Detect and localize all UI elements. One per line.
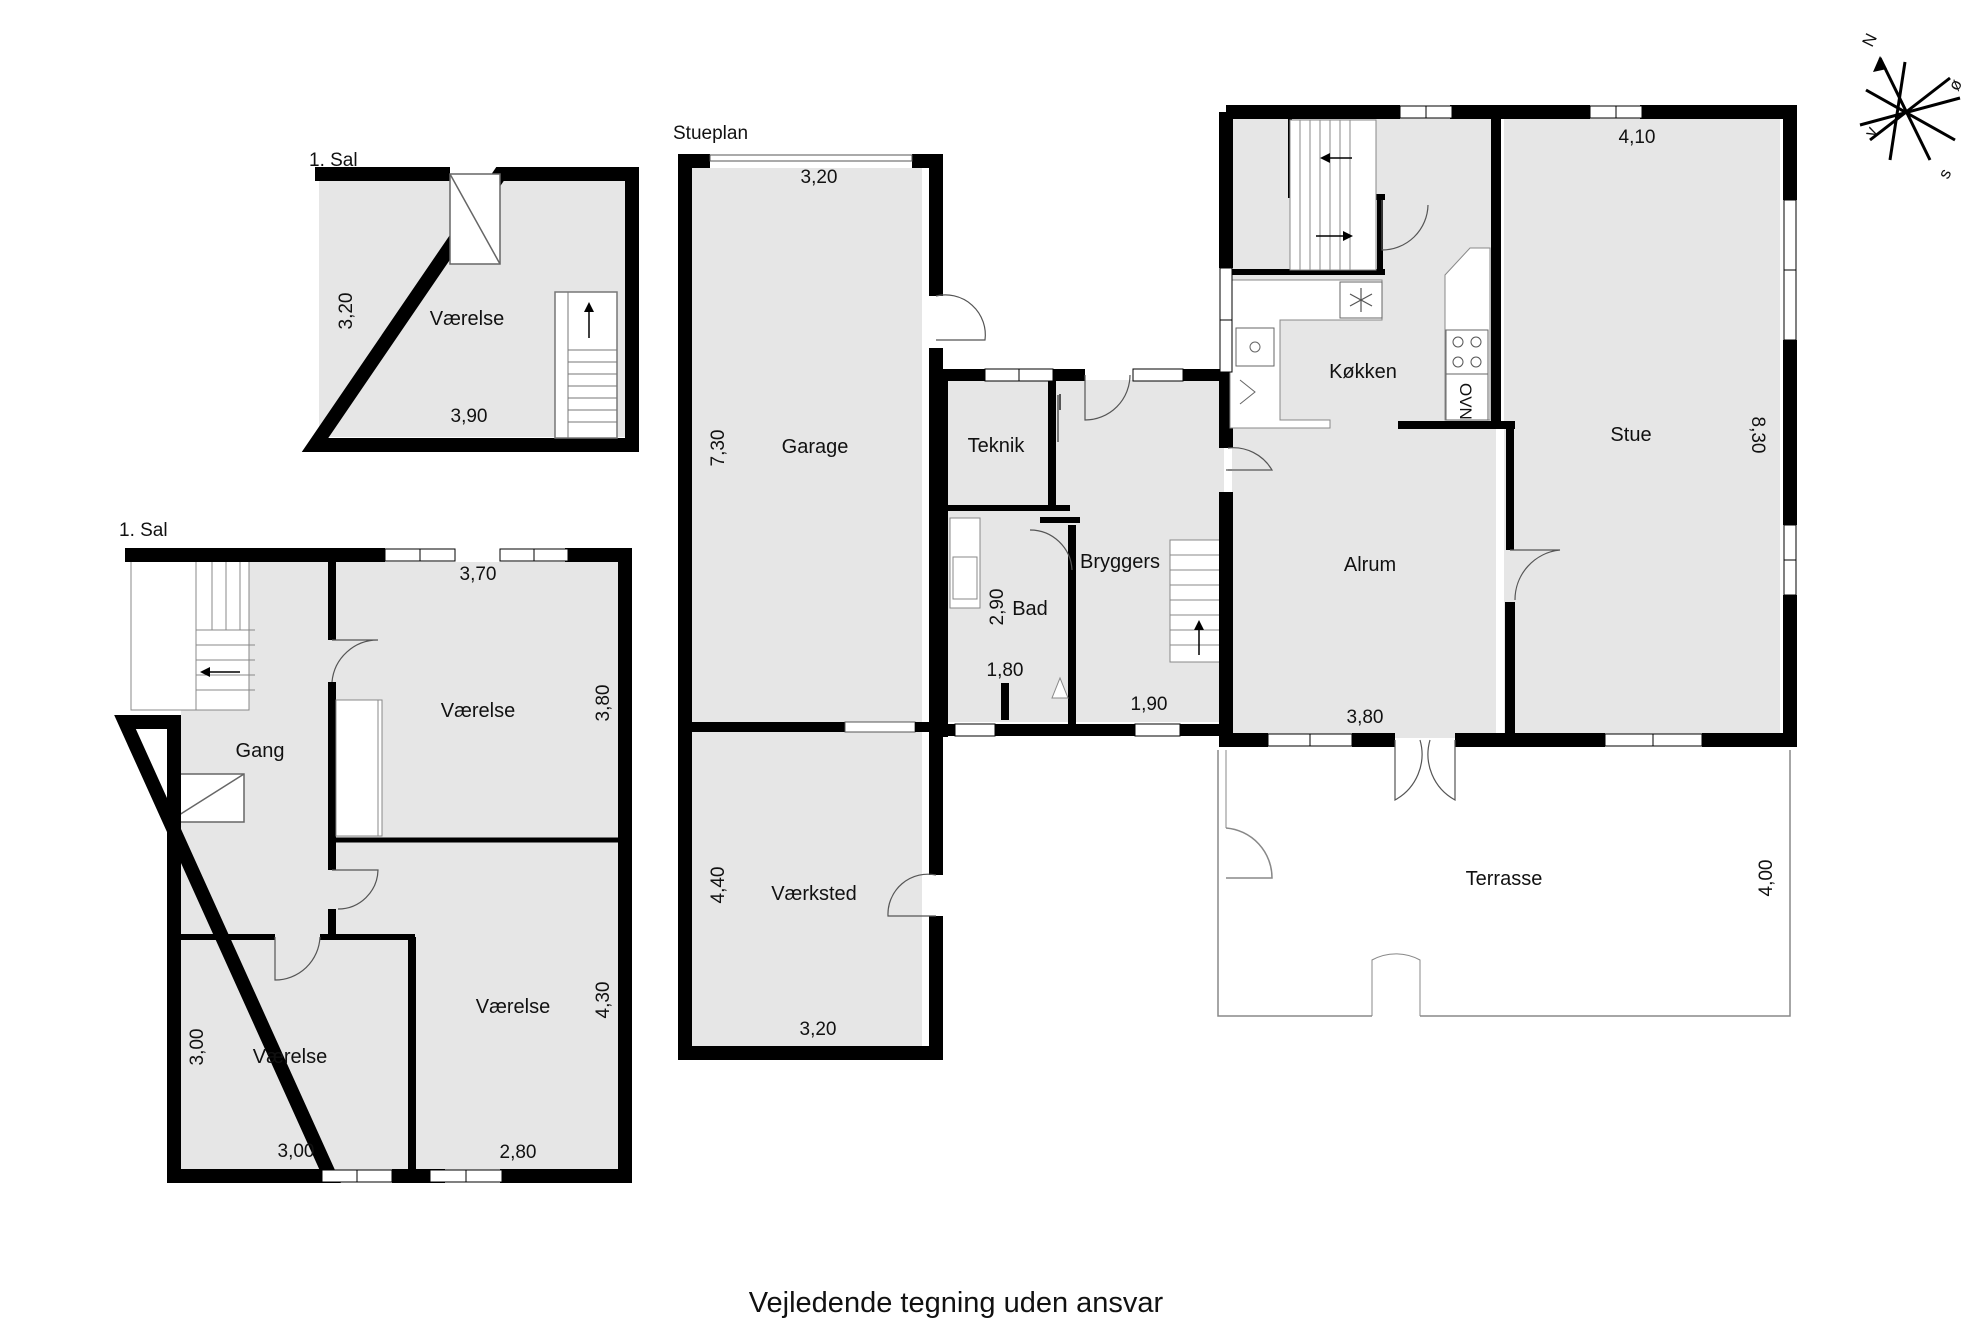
room-vaerelse-ne: Værelse [441, 700, 515, 722]
dim-bad-width: 1,80 [987, 660, 1024, 681]
dim-vaerelse-se-depth: 4,30 [593, 982, 614, 1019]
floor-stue [1504, 118, 1780, 738]
dim-stue-width: 4,10 [1619, 127, 1656, 148]
room-alrum: Alrum [1344, 554, 1396, 576]
windows-utility [954, 368, 1184, 737]
room-labels: Værelse Gang Værelse Værelse Værelse Gar… [236, 308, 1652, 1068]
stairs-kitchen [1289, 119, 1377, 271]
garage-door [709, 154, 913, 162]
label-loft-large: 1. Sal [119, 520, 168, 541]
dim-alrum-width: 3,80 [1347, 707, 1384, 728]
compass-rose-icon: N ø s v [1859, 30, 1967, 181]
label-loft-small: 1. Sal [309, 150, 358, 171]
ground-utility-block [936, 368, 1281, 737]
dim-loft-depth: 3,20 [336, 293, 357, 330]
dim-loft-width: 3,90 [451, 406, 488, 427]
dim-vaerelse-sw-depth: 3,00 [187, 1029, 208, 1066]
dim-vaerelse-ne-depth: 3,80 [593, 685, 614, 722]
dim-vaerksted-width: 3,20 [800, 1019, 837, 1040]
hob [1445, 329, 1489, 375]
dim-vaerelse-ne-width: 3,70 [460, 564, 497, 585]
terrasse [1217, 750, 1791, 1017]
room-teknik: Teknik [968, 435, 1026, 457]
dim-vaerelse-se-width: 2,80 [500, 1142, 537, 1163]
walls-living-outer [1219, 105, 1797, 747]
doors-garage [887, 294, 986, 917]
doors-loft-large [274, 639, 379, 981]
room-bryggers: Bryggers [1080, 551, 1160, 573]
dim-bryggers-width: 1,90 [1131, 694, 1168, 715]
dim-stue-depth: 8,30 [1747, 417, 1768, 454]
snowflake-icon [1349, 288, 1373, 312]
compass-north: N [1859, 30, 1881, 49]
toilet [1051, 676, 1069, 699]
room-loft-vaerelse: Værelse [430, 308, 504, 330]
walls-loft-large-outer [114, 548, 632, 1183]
compass-east: ø [1945, 76, 1967, 94]
dim-garage-depth: 7,30 [708, 430, 729, 467]
walls-loft-small [301, 167, 639, 452]
dimension-labels: 3,90 3,20 3,70 3,80 4,30 2,80 3,00 3,00 … [187, 127, 1777, 1163]
dim-vaerksted-depth: 4,40 [708, 867, 729, 904]
room-koekken: Køkken [1329, 361, 1397, 383]
loft-large-plan [114, 548, 632, 1183]
oven [1445, 373, 1489, 421]
room-stue: Stue [1610, 424, 1651, 446]
doors-living [1226, 200, 1561, 802]
disclaimer: Vejledende tegning uden ansvar [749, 1287, 1164, 1319]
dim-terrasse-depth: 4,00 [1756, 860, 1777, 897]
loft-small-plan [301, 167, 639, 452]
ground-garage-block [678, 154, 986, 1060]
kitchen-sink [1235, 327, 1275, 367]
ground-living-block: OVN [1219, 105, 1797, 802]
label-ground: Stueplan [673, 123, 748, 144]
room-garage: Garage [782, 436, 849, 458]
dim-bad-depth: 2,90 [987, 589, 1008, 626]
room-vaerelse-se: Værelse [476, 996, 550, 1018]
closet [335, 699, 383, 837]
walls-living-inner [1230, 112, 1515, 740]
dim-garage-width: 3,20 [801, 167, 838, 188]
floor-garage [692, 168, 922, 1056]
plan-labels: 1. Sal 1. Sal Stueplan [119, 123, 748, 541]
room-vaerelse-sw: Værelse [253, 1046, 327, 1068]
dishwasher [1239, 379, 1256, 405]
walls-loft-large-inner [174, 555, 625, 1176]
room-bad: Bad [1012, 598, 1048, 620]
windows-loft-bottom [321, 1169, 503, 1183]
room-vaerksted: Værksted [771, 883, 857, 905]
stairs-loft [554, 291, 618, 439]
stairs-upper [195, 562, 255, 710]
dim-vaerelse-sw-width: 3,00 [278, 1141, 315, 1162]
compass-west: v [1861, 123, 1882, 139]
oven-label: OVN [1456, 383, 1475, 420]
room-gang: Gang [236, 740, 285, 762]
stair-well [130, 559, 250, 711]
windows-living [1219, 105, 1797, 747]
compass-south: s [1935, 166, 1956, 182]
windows-loft-top [384, 548, 569, 562]
room-terrasse: Terrasse [1466, 868, 1543, 890]
